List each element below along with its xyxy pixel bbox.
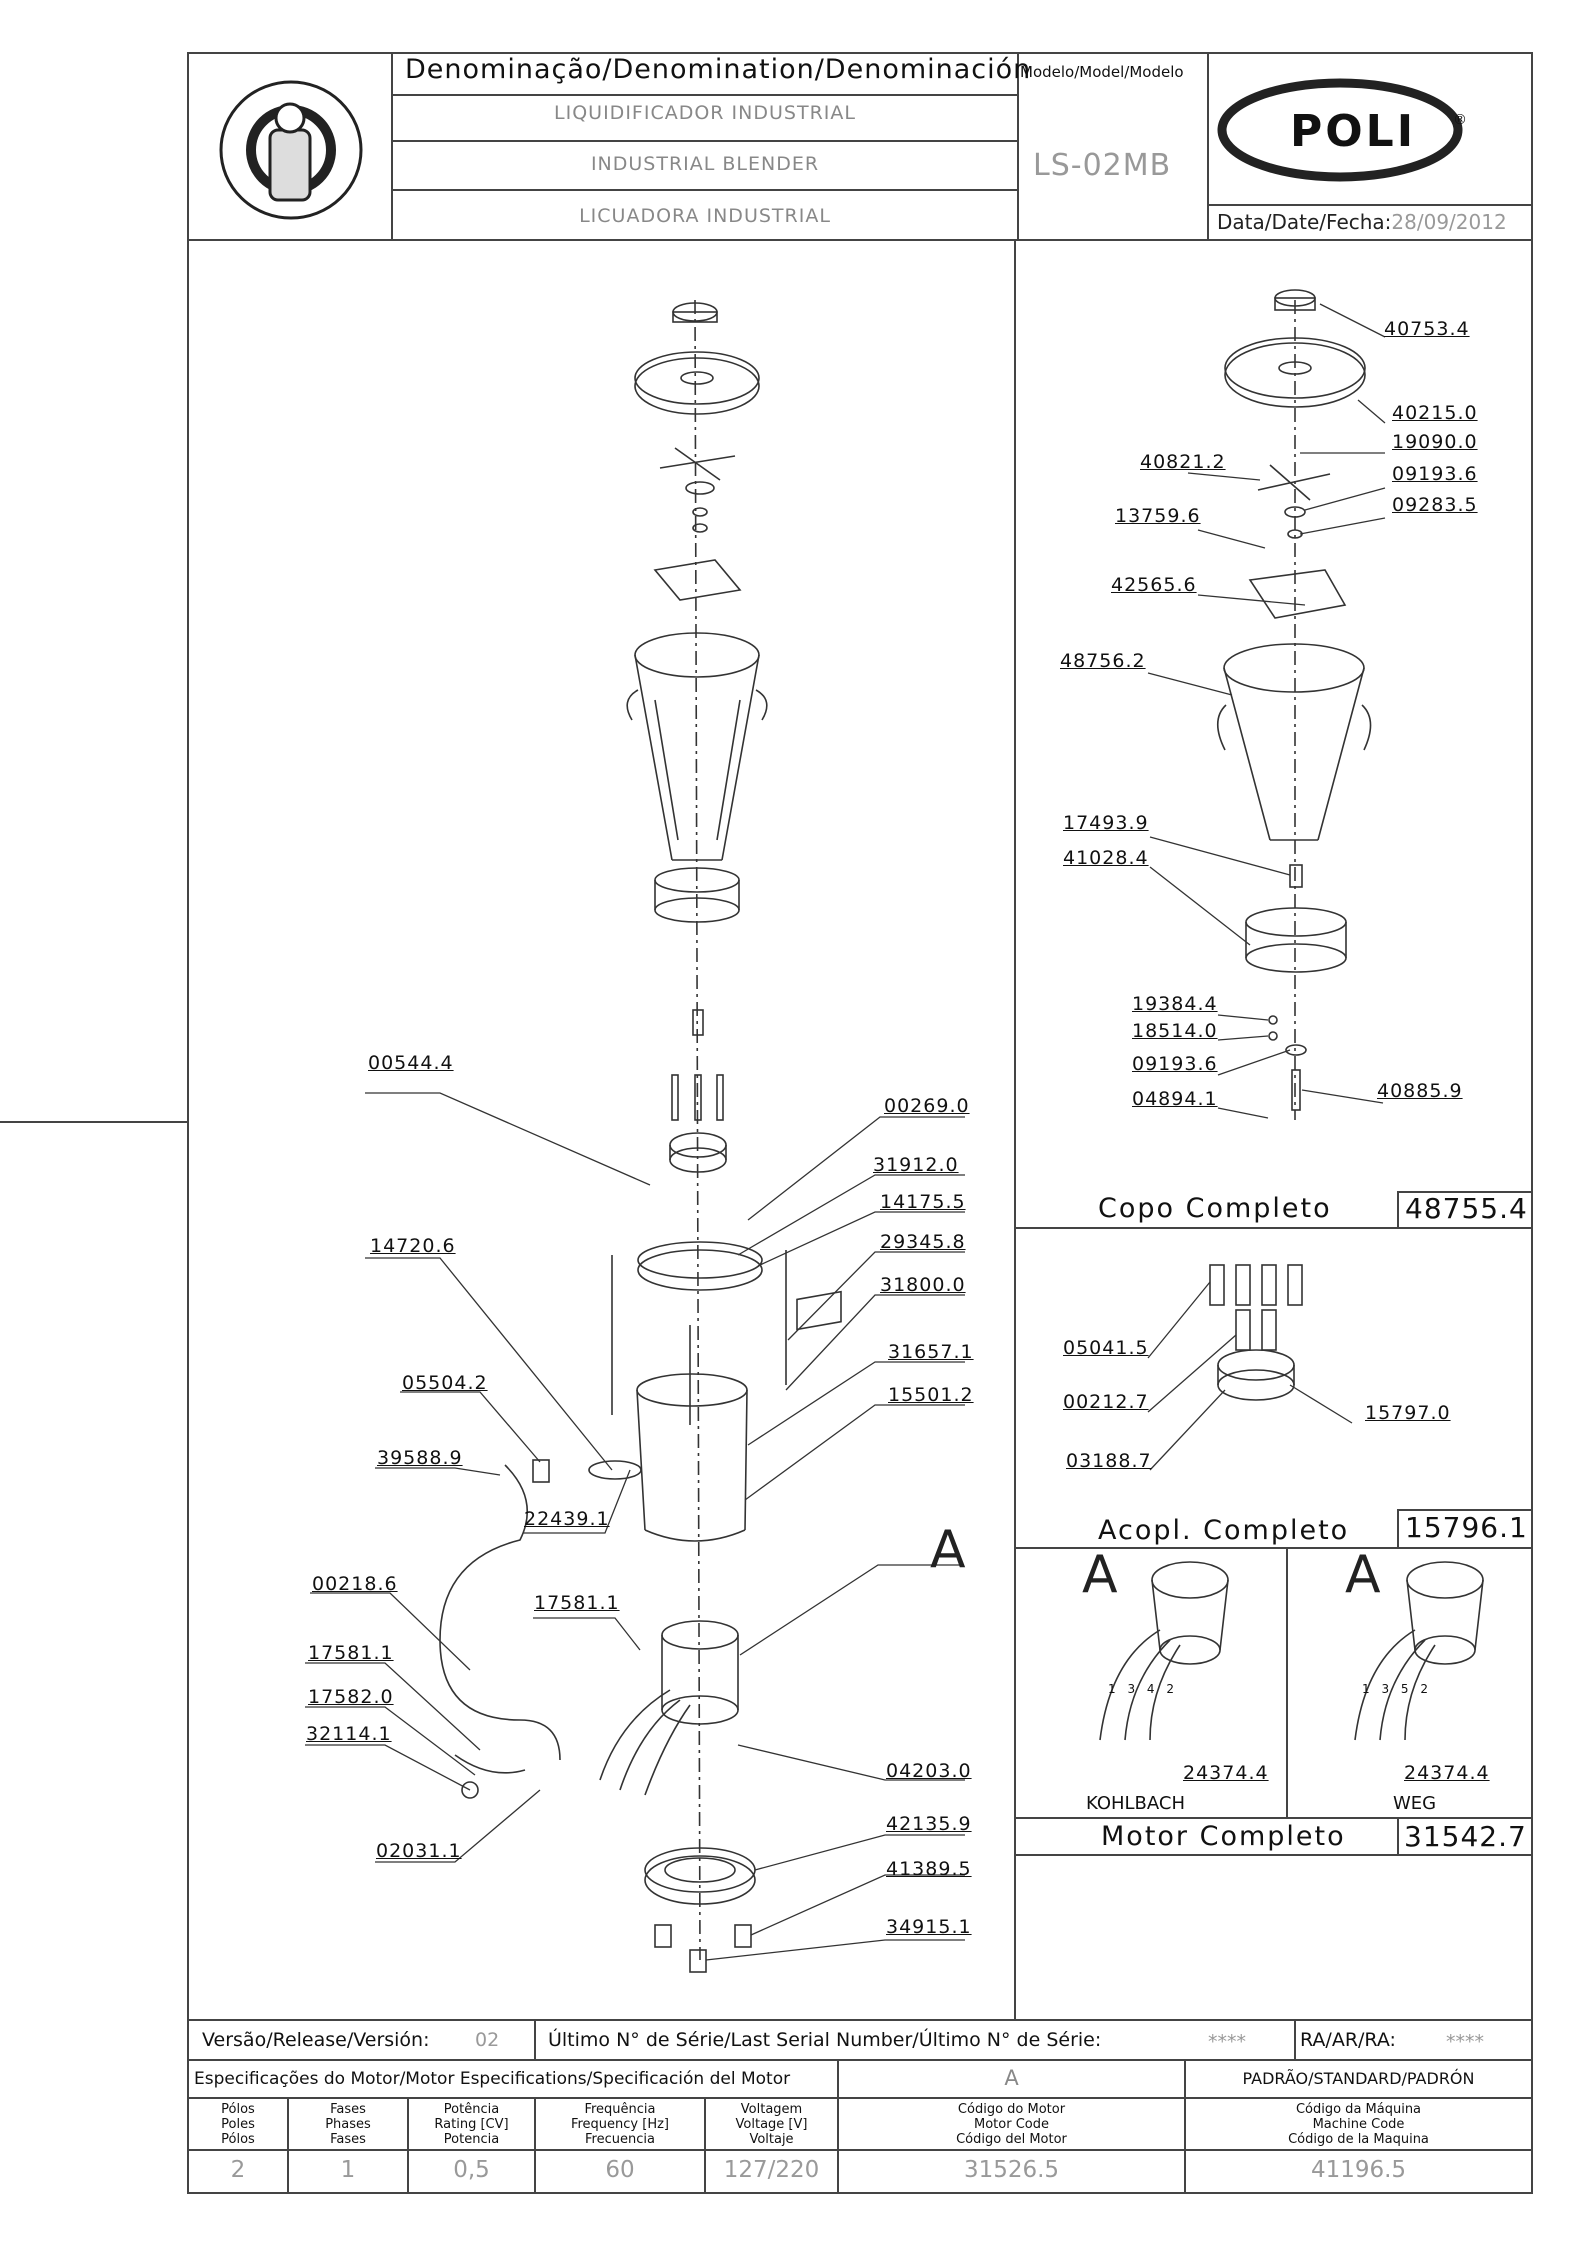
part-label: 17581.1 <box>534 1592 620 1614</box>
main-exploded-view <box>439 299 842 1973</box>
date-label: Data/Date/Fecha: <box>1217 210 1392 234</box>
part-label: 18514.0 <box>1132 1020 1218 1042</box>
part-label: 09193.6 <box>1132 1053 1218 1075</box>
part-label: 09193.6 <box>1392 463 1478 485</box>
frequency-value: 60 <box>605 2157 635 2183</box>
part-label: 31912.0 <box>873 1154 959 1176</box>
serial-value: **** <box>1208 2031 1246 2053</box>
cup-complete-code: 48755.4 <box>1405 1192 1528 1225</box>
part-label: 42565.6 <box>1111 574 1197 596</box>
part-label: 31800.0 <box>880 1274 966 1296</box>
part-label: 24374.4 <box>1404 1762 1490 1784</box>
part-label: 24374.4 <box>1183 1762 1269 1784</box>
cup-complete-title: Copo Completo <box>1098 1193 1332 1224</box>
model-label: Modelo/Model/Modelo <box>1020 63 1184 81</box>
name-spanish: LICUADORA INDUSTRIAL <box>579 205 831 227</box>
part-label: 31657.1 <box>888 1341 974 1363</box>
part-label: 17493.9 <box>1063 812 1149 834</box>
part-label: 48756.2 <box>1060 650 1146 672</box>
part-label: 05504.2 <box>402 1372 488 1394</box>
part-label: 19090.0 <box>1392 431 1478 453</box>
part-label: 04894.1 <box>1132 1088 1218 1110</box>
ra-value: **** <box>1446 2031 1484 2053</box>
part-label: 40753.4 <box>1384 318 1470 340</box>
part-label: 19384.4 <box>1132 993 1218 1015</box>
part-label: 17581.1 <box>308 1642 394 1664</box>
variant-letter-kohlbach: A <box>1082 1545 1118 1605</box>
part-label: 00218.6 <box>312 1573 398 1595</box>
part-label: 32114.1 <box>306 1723 392 1745</box>
motor-complete-code: 31542.7 <box>1404 1820 1527 1853</box>
version-label: Versão/Release/Versión: <box>202 2029 430 2051</box>
part-label: 02031.1 <box>376 1840 462 1862</box>
part-label: 03188.7 <box>1066 1450 1152 1472</box>
part-label: 13759.6 <box>1115 505 1201 527</box>
part-label: 15797.0 <box>1365 1402 1451 1424</box>
section-letter-main: A <box>930 1520 966 1580</box>
part-label: 29345.8 <box>880 1231 966 1253</box>
part-label: 00544.4 <box>368 1052 454 1074</box>
part-label: 17582.0 <box>308 1686 394 1708</box>
authorized-service-stamp-icon <box>219 80 363 220</box>
denomination-title: Denominação/Denomination/Denominación <box>405 54 1032 85</box>
ra-label: RA/AR/RA: <box>1300 2029 1396 2051</box>
serial-label: Último N° de Série/Last Serial Number/Úl… <box>548 2029 1102 2051</box>
rating-value: 0,5 <box>453 2157 490 2183</box>
motor-brand-kohlbach: KOHLBACH <box>1086 1793 1185 1814</box>
part-label: 09283.5 <box>1392 494 1478 516</box>
cup-exploded-view <box>1216 289 1372 1120</box>
date-field: Data/Date/Fecha:28/09/2012 <box>1217 210 1507 234</box>
standard-label: PADRÃO/STANDARD/PADRÓN <box>1242 2069 1475 2088</box>
motor-brand-weg: WEG <box>1393 1793 1437 1814</box>
part-label: 42135.9 <box>886 1813 972 1835</box>
machine-code-value: 41196.5 <box>1310 2157 1407 2183</box>
version-value: 02 <box>475 2029 500 2051</box>
part-label: 04203.0 <box>886 1760 972 1782</box>
wire-numbers-kohlbach: 1 3 4 2 <box>1108 1682 1178 1696</box>
part-label: 14720.6 <box>370 1235 456 1257</box>
part-label: 40885.9 <box>1377 1080 1463 1102</box>
poli-logo-icon <box>1217 78 1463 182</box>
brand-registered-mark: ® <box>1453 112 1467 128</box>
part-label: 34915.1 <box>886 1916 972 1938</box>
brand-logo-text: POLI <box>1290 106 1417 157</box>
motor-variant-drawings <box>1099 1561 1484 1741</box>
coupling-exploded-view <box>1209 1264 1303 1401</box>
part-label: 41389.5 <box>886 1858 972 1880</box>
poles-value: 2 <box>230 2157 246 2183</box>
part-label: 39588.9 <box>377 1447 463 1469</box>
date-value: 28/09/2012 <box>1391 210 1507 234</box>
motor-column-letter: A <box>1004 2066 1019 2090</box>
part-label: 40215.0 <box>1392 402 1478 424</box>
variant-letter-weg: A <box>1345 1545 1381 1605</box>
name-english: INDUSTRIAL BLENDER <box>590 153 820 175</box>
part-label: 00212.7 <box>1063 1391 1149 1413</box>
part-label: 15501.2 <box>888 1384 974 1406</box>
phases-value: 1 <box>340 2157 356 2183</box>
name-portuguese: LIQUIDIFICADOR INDUSTRIAL <box>554 102 856 124</box>
part-label: 00269.0 <box>884 1095 970 1117</box>
model-value: LS-02MB <box>1033 148 1172 183</box>
coupling-complete-code: 15796.1 <box>1405 1511 1528 1544</box>
part-label: 40821.2 <box>1140 451 1226 473</box>
part-label: 14175.5 <box>880 1191 966 1213</box>
part-label: 05041.5 <box>1063 1337 1149 1359</box>
wire-numbers-weg: 1 3 5 2 <box>1362 1682 1432 1696</box>
part-label: 22439.1 <box>524 1508 610 1530</box>
coupling-complete-title: Acopl. Completo <box>1098 1515 1350 1546</box>
motor-complete-title: Motor Completo <box>1101 1821 1346 1852</box>
part-label: 41028.4 <box>1063 847 1149 869</box>
motor-spec-label: Especificações do Motor/Motor Especifica… <box>194 2069 791 2089</box>
voltage-value: 127/220 <box>723 2157 820 2183</box>
motor-code-value: 31526.5 <box>963 2157 1060 2183</box>
